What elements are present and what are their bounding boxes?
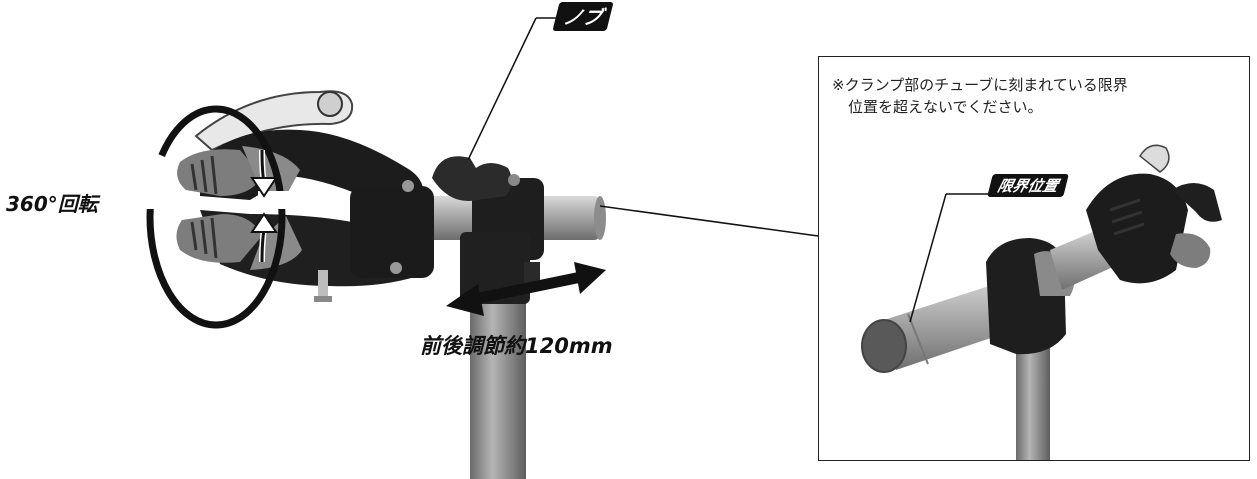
rotation-arrow-icon xyxy=(130,105,300,329)
rotation-label: 360°回転 xyxy=(6,192,98,216)
detail-callout-box xyxy=(818,56,1250,461)
limit-leader-line xyxy=(909,193,994,323)
clamp-head xyxy=(176,90,434,302)
caution-note-line-2: 位置を超えないでください。 xyxy=(848,98,1043,116)
limit-position-label: 限界位置 xyxy=(987,174,1069,197)
caution-note: ※クランプ部のチューブに刻まれている限界 位置を超えないでください。 xyxy=(832,74,1242,118)
knob-label: ノブ xyxy=(552,2,614,31)
callout-leader-line xyxy=(599,205,819,237)
knob-icon xyxy=(432,156,520,202)
adjust-arrow-icon xyxy=(446,262,606,316)
inset-stand xyxy=(861,144,1222,461)
knob-leader-line xyxy=(467,17,560,161)
caution-note-line-1: ※クランプ部のチューブに刻まれている限界 xyxy=(832,76,1128,94)
adjust-range-label: 前後調節約120mm xyxy=(420,334,613,358)
